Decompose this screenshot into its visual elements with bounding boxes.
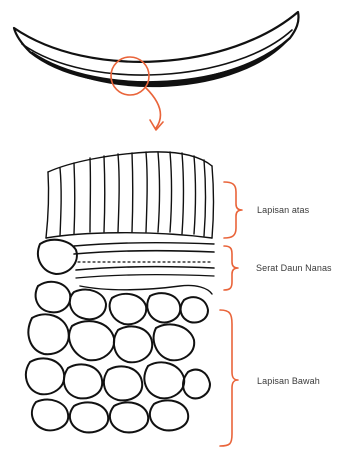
bracket-lower	[220, 310, 238, 446]
label-lower-layer: Lapisan Bawah	[257, 376, 320, 386]
bracket-middle	[224, 246, 238, 290]
middle-layer-structure	[74, 243, 214, 294]
curved-cross-section	[14, 12, 299, 87]
zoom-arrow	[146, 88, 161, 128]
label-middle-layer: Serat Daun Nanas	[256, 263, 332, 273]
upper-layer-structure	[46, 152, 214, 238]
lower-layer-structure	[26, 240, 210, 433]
bracket-upper	[224, 182, 242, 238]
label-upper-layer: Lapisan atas	[257, 205, 309, 215]
layer-brackets	[220, 182, 242, 446]
